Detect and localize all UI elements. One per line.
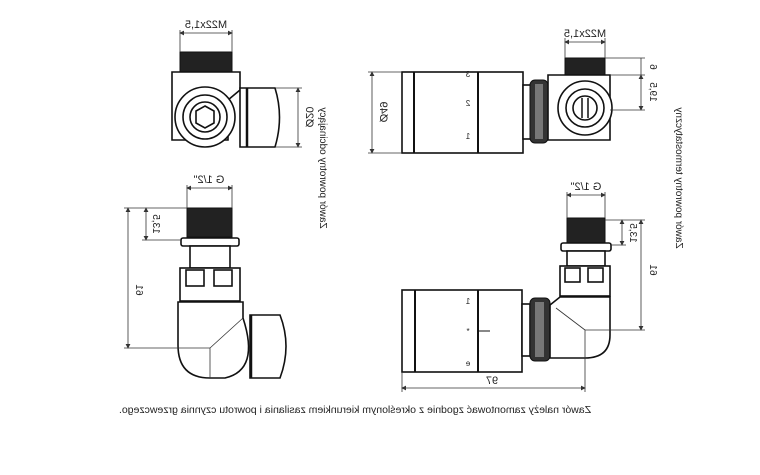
dim-diameter-label: Ø49 [377, 102, 389, 123]
dim-thread-label: G 1/2" [571, 181, 602, 193]
installation-caption: Zawór należy zamontować zgodnie z określ… [119, 404, 591, 416]
bottom-right-valve-view: 1 * e G 1/2" 13,5 61 97 [401, 181, 658, 392]
bottom-left-valve-view: G 1/2" 13,5 61 [124, 174, 287, 379]
thread [566, 217, 606, 244]
dim-diameter-label: Ø20 [303, 107, 315, 128]
left-valve-label: Zawór powrotny odcinający [317, 107, 328, 228]
scale-mark-2: 2 [465, 99, 470, 108]
dim-61-label: 61 [647, 264, 658, 276]
dim-19-5-label: 19,5 [647, 82, 658, 102]
dim-61-label: 61 [133, 284, 144, 296]
dim-thread-label: M22x1,5 [564, 28, 606, 40]
dim-13-5-label: 13,5 [627, 223, 638, 243]
right-valve-label: Zawór powrotny termostatyczny [673, 107, 684, 248]
elbow-body [549, 296, 611, 359]
scale-mark-1: 1 [465, 297, 470, 306]
thread [179, 51, 233, 73]
dim-6-label: 6 [647, 64, 658, 70]
elbow-body [177, 301, 250, 379]
hex-socket [195, 105, 215, 129]
scale-mark-3: 3 [465, 70, 470, 79]
dim-thread-label: G 1/2" [194, 174, 225, 186]
top-right-valve-view: 1 2 3 M22x1,5 6 19,5 Ø49 [368, 28, 658, 154]
cap [249, 314, 287, 379]
thermostat-head [401, 289, 523, 373]
dim-13-5-label: 13,5 [150, 214, 161, 234]
flange [180, 237, 240, 247]
top-left-valve-view: M22x1,5 Ø20 [171, 19, 315, 148]
thread [564, 57, 606, 76]
scale-mark-star: * [466, 327, 469, 336]
thread [186, 207, 233, 238]
dim-thread-label: M22x1,5 [185, 19, 227, 31]
dim-97-label: 97 [486, 375, 498, 387]
thermostat-head [401, 71, 524, 154]
scale-mark-1: 1 [465, 132, 470, 141]
scale-mark-e: e [465, 359, 470, 368]
flange [560, 242, 612, 252]
